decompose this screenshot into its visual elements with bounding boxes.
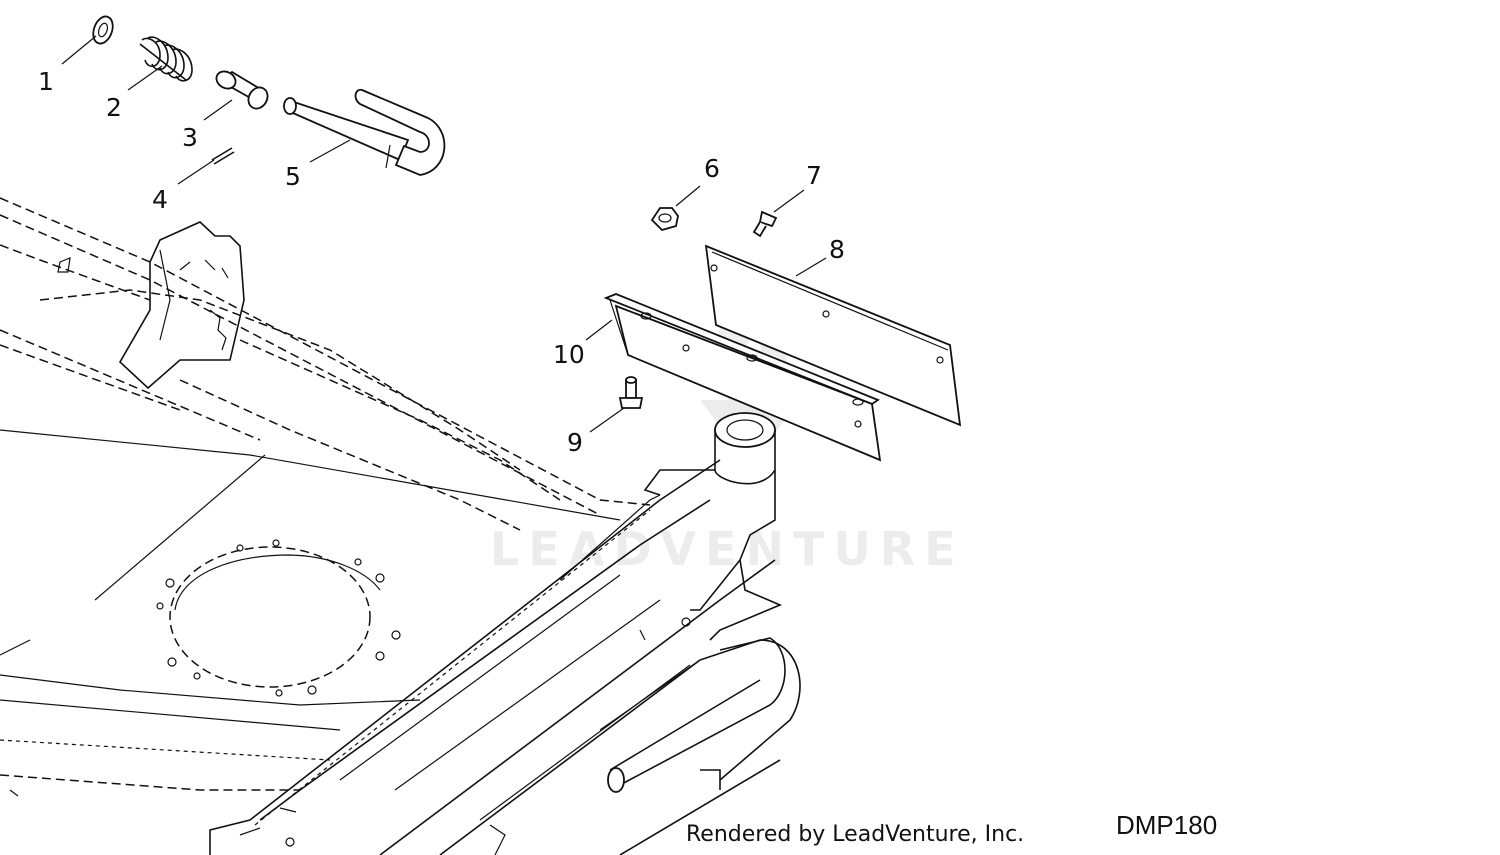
callout-3: 3 [182, 123, 198, 152]
part-8-flap-plate [704, 244, 962, 427]
part-6-flange-nut [650, 207, 679, 232]
figure-id: DMP180 [1116, 810, 1217, 840]
mower-deck-frame [0, 197, 801, 855]
callout-4: 4 [152, 185, 168, 214]
callout-7: 7 [806, 161, 822, 190]
part-5-j-pin [283, 88, 446, 176]
callout-1: 1 [38, 67, 54, 96]
part-10-angle-bracket [603, 293, 882, 462]
part-1-washer [92, 15, 114, 45]
callout-labels: 1 2 3 4 5 6 7 8 9 10 [38, 67, 845, 457]
callout-10: 10 [553, 340, 585, 369]
part-4-cotter-pin [211, 147, 235, 165]
callout-2: 2 [106, 93, 122, 122]
render-credit: Rendered by LeadVenture, Inc. [686, 822, 1024, 847]
part-3-bushing [215, 70, 269, 110]
watermark-text: LEADVENTURE [490, 522, 965, 576]
callout-8: 8 [829, 235, 845, 264]
callout-9: 9 [567, 428, 583, 457]
callout-5: 5 [285, 162, 301, 191]
part-7-carriage-bolt [752, 210, 778, 238]
callout-6: 6 [704, 154, 720, 183]
callout-leader-lines [61, 35, 827, 433]
part-2-spring [139, 36, 193, 82]
part-9-bolt [618, 376, 644, 409]
